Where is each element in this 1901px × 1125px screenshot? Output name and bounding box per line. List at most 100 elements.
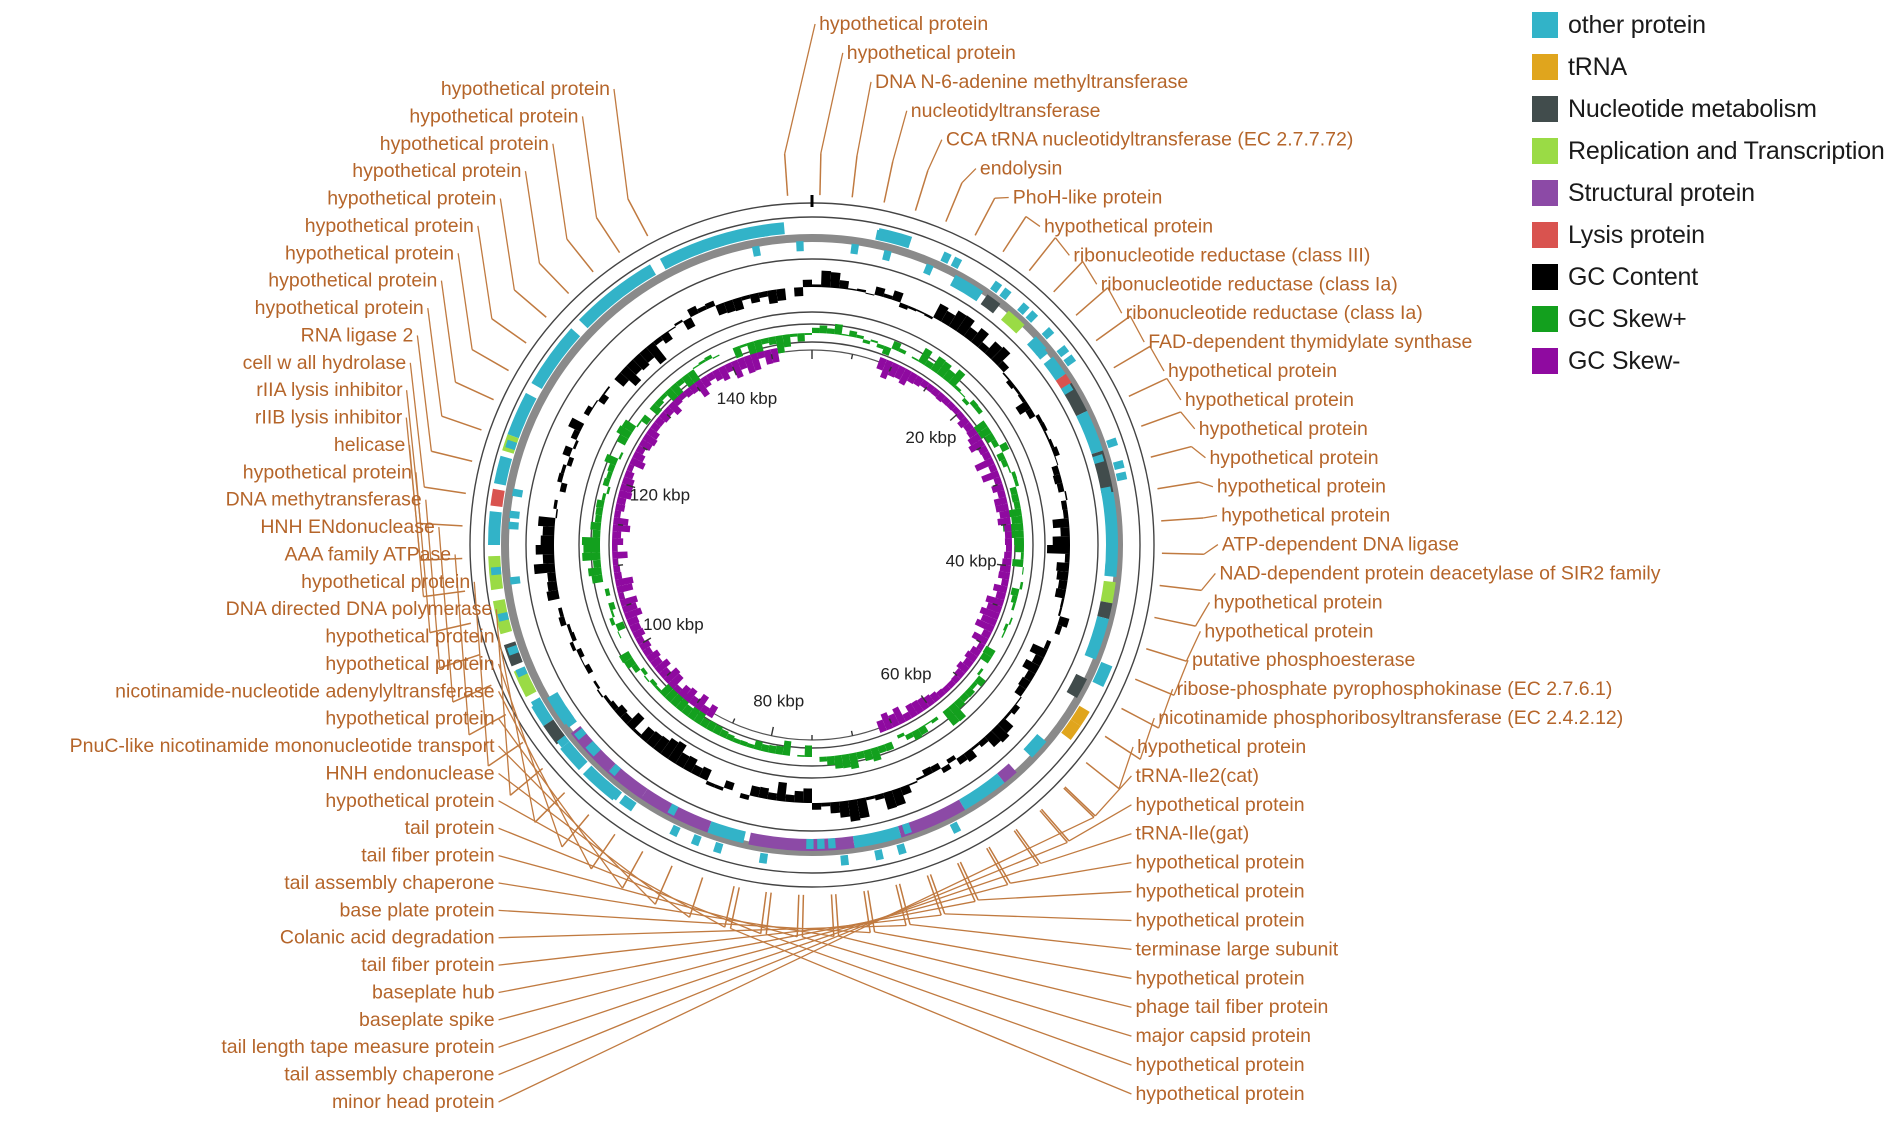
gc-content-bar	[908, 780, 918, 786]
gc-skew-plus-bar	[601, 492, 607, 501]
gc-skew-minus-bar	[954, 667, 966, 679]
gc-skew-plus-bar	[619, 651, 633, 664]
gc-content-bar	[533, 562, 556, 575]
leader-line	[914, 170, 929, 211]
legend-item-gc-content: GC Content	[1532, 256, 1901, 298]
gc-skew-plus-bar	[659, 682, 675, 698]
gc-skew-plus-bar	[862, 339, 871, 345]
gc-skew-minus-bar	[678, 391, 687, 401]
gc-skew-plus-bar	[739, 739, 748, 747]
gc-content-bar	[546, 589, 560, 602]
gc-skew-minus-bar	[916, 696, 930, 711]
gc-skew-minus-bar	[683, 687, 698, 703]
gene-block	[509, 510, 520, 519]
gene-label: cell w all hydrolase	[243, 352, 407, 374]
gc-content-bar	[838, 800, 851, 818]
leader-line	[1075, 287, 1109, 316]
legend-label: GC Skew+	[1568, 305, 1687, 333]
gene-block	[560, 710, 574, 723]
gc-content-bar	[646, 341, 667, 365]
gc-skew-plus-bar	[1001, 630, 1006, 638]
gene-label: hypothetical protein	[380, 133, 549, 155]
gc-content-bar	[608, 700, 619, 711]
gc-content-bar	[653, 336, 664, 346]
leader-line	[892, 110, 908, 162]
gc-content-bar	[997, 360, 1010, 373]
gc-skew-plus-bar	[984, 432, 996, 444]
gc-content-bar	[603, 694, 612, 704]
gc-content-bar	[838, 280, 850, 290]
gc-content-bar	[566, 456, 575, 467]
gc-content-bar	[632, 353, 650, 371]
gc-content-bar	[767, 289, 778, 305]
gene-block	[959, 773, 1005, 811]
leader-line	[988, 846, 1011, 884]
gc-skew-minus-bar	[980, 614, 998, 627]
leader-line	[1198, 481, 1214, 488]
gc-skew-plus-bar	[881, 345, 892, 356]
gc-content-bar	[802, 279, 812, 288]
gc-skew-plus-bar	[982, 645, 996, 658]
gene-label: terminase large subunit	[1135, 938, 1338, 960]
gc-content-bar	[705, 780, 716, 788]
gc-content-bar	[1003, 710, 1012, 720]
leader-line	[498, 827, 761, 935]
gc-skew-minus-bar	[950, 674, 961, 684]
gc-skew-minus-bar	[925, 383, 936, 393]
scale-tick	[992, 484, 998, 487]
gene-label: tail assembly chaperone	[284, 872, 494, 894]
gc-skew-track	[581, 323, 1024, 770]
gc-skew-plus-bar	[712, 354, 720, 359]
gc-content-bar	[865, 292, 875, 296]
leader-line	[1025, 216, 1041, 227]
leader-line	[909, 923, 1132, 951]
gc-skew-plus-bar	[1009, 486, 1018, 496]
gc-skew-plus-bar	[732, 345, 744, 359]
gene-block	[578, 264, 656, 329]
gc-content-bar	[704, 300, 716, 310]
gc-skew-plus-bar	[649, 678, 658, 687]
gc-skew-minus-bar	[642, 646, 654, 657]
label-leader-lines	[405, 23, 1219, 1103]
leader-line	[498, 882, 834, 938]
gc-content-bar	[576, 647, 585, 659]
gc-content-bar	[900, 784, 912, 796]
gc-skew-plus-bar	[746, 341, 758, 357]
gc-skew-minus-bar	[887, 362, 900, 378]
scale-tick	[920, 695, 928, 704]
scale-tick	[1000, 523, 1007, 526]
gc-content-bar	[1043, 431, 1050, 441]
leader-line	[730, 927, 1132, 1095]
gc-skew-plus-bar	[592, 529, 601, 538]
gc-skew-plus-bar	[595, 507, 604, 516]
gc-skew-plus-bar	[590, 521, 602, 531]
gc-content-bar	[970, 328, 989, 348]
gene-label: base plate protein	[340, 899, 495, 921]
leader-line	[416, 335, 433, 452]
gene-block	[1025, 310, 1039, 323]
gc-skew-minus-bar	[626, 615, 640, 627]
gc-content-bar	[1017, 393, 1026, 403]
legend-item-trna: tRNA	[1532, 46, 1901, 88]
gc-content-bar	[921, 766, 934, 777]
gc-skew-minus-bar	[976, 641, 986, 651]
leader-line	[944, 913, 1132, 922]
gene-label: ATP-dependent DNA ligase	[1222, 534, 1459, 556]
gc-content-bar	[963, 327, 978, 342]
gc-content-bar	[584, 663, 594, 674]
gene-block	[806, 838, 814, 849]
gc-content-bar	[690, 764, 703, 777]
gc-skew-plus-bar	[1011, 471, 1018, 480]
gc-skew-minus-bar	[638, 639, 652, 651]
gene-block	[691, 243, 703, 256]
leader-line	[455, 381, 494, 401]
gc-skew-minus-bar	[646, 649, 661, 663]
scale-tick	[923, 386, 928, 392]
gc-skew-plus-bar	[581, 536, 601, 545]
leader-line	[452, 684, 492, 703]
gene-label: hypothetical protein	[409, 105, 578, 127]
gene-label: hypothetical protein	[325, 626, 494, 648]
gc-content-track	[533, 270, 1070, 822]
gc-skew-minus-bar	[718, 365, 731, 382]
gene-label: nicotinamide-nucleotide adenylyltransfer…	[115, 680, 494, 702]
